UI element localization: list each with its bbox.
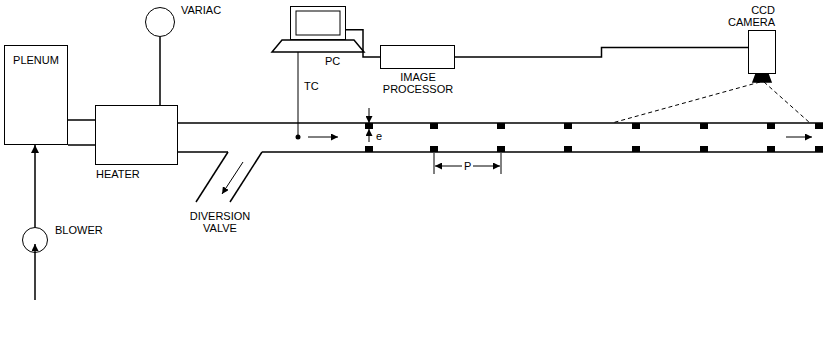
rib (497, 123, 505, 129)
dimension-label: e (376, 130, 382, 142)
node-label: PC (325, 55, 340, 67)
rib (365, 146, 373, 152)
rib (700, 123, 708, 129)
node-label: VARIAC (181, 4, 221, 16)
image-processor-box: IMAGE PROCESSOR (380, 45, 455, 69)
rib (497, 146, 505, 152)
duct-wall (262, 151, 823, 153)
rib (365, 123, 373, 129)
blower-fan: BLOWER (22, 227, 48, 253)
flow-arrow (786, 137, 812, 138)
node-label: PLENUM (5, 54, 67, 66)
connector (34, 145, 36, 227)
rib (815, 146, 823, 152)
camera-view (612, 82, 760, 123)
rib (700, 146, 708, 152)
pc-monitor: PC (290, 6, 346, 40)
dimension-arrow (369, 108, 370, 123)
rib (430, 146, 438, 152)
dimension-tick (501, 153, 502, 174)
node-label: CCD CAMERA (707, 4, 775, 28)
node-label: HEATER (96, 168, 140, 180)
dimension-arrow (369, 129, 370, 142)
ccd-camera: CCD CAMERA (748, 30, 776, 74)
rib (564, 123, 572, 129)
connector (68, 119, 95, 121)
camera-view (764, 82, 810, 123)
rib (632, 146, 640, 152)
pc-keyboard (272, 40, 364, 52)
duct-wall (68, 144, 95, 146)
node-label: IMAGE PROCESSOR (378, 71, 458, 95)
rib (632, 123, 640, 129)
diversion-pipe (196, 152, 228, 202)
pc-screen (296, 11, 340, 35)
flow-arrow (308, 137, 338, 138)
variac-dial: VARIAC (145, 7, 175, 37)
heater-box: HEATER (95, 105, 178, 165)
camera-lens (753, 74, 771, 82)
plenum-box: PLENUM (4, 45, 68, 145)
diversion-pipe (230, 152, 262, 202)
rib (767, 146, 775, 152)
node-label: BLOWER (55, 224, 103, 236)
flow-arrow (222, 162, 243, 194)
rib (564, 146, 572, 152)
dimension-label: P (462, 160, 473, 172)
dimension-tick (434, 153, 435, 174)
duct-wall (178, 151, 228, 153)
rib (767, 123, 775, 129)
thermocouple-wire (298, 52, 299, 137)
connector (159, 37, 161, 105)
connector (346, 30, 380, 57)
connector (455, 48, 748, 57)
rib (430, 123, 438, 129)
rib (815, 123, 823, 129)
valve-label: DIVERSION VALVE (178, 210, 262, 234)
thermocouple-label: TC (304, 80, 319, 92)
thermocouple-dot (296, 135, 301, 140)
